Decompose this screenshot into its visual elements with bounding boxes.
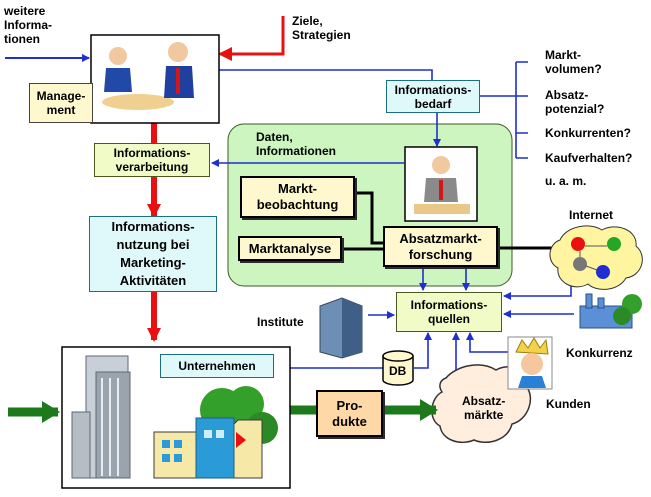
daten-informationen-label: Daten, Informationen [256,130,336,158]
question-etc: u. a. m. [545,174,587,188]
question-marktvolumen: Markt- volumen? [545,48,602,76]
question-konkurrenten: Konkurrenten? [545,126,632,140]
informationsbedarf-box: Informations- bedarf [386,80,480,113]
question-absatzpotenzial: Absatz- potenzial? [545,88,605,116]
line-management-bedarf [210,69,433,82]
question-bracket [480,61,528,159]
absatzmaerkte-cloud [431,364,532,444]
absatzmaerkte-label: Absatz- märkte [462,394,506,422]
konkurrenz-label: Konkurrenz [566,346,633,360]
informationsquellen-box: Informations- quellen [396,292,502,332]
unternehmen-box: Unternehmen [160,354,274,378]
question-kaufverhalten: Kaufverhalten? [545,151,633,165]
factory-icon [153,386,278,479]
arrow-db-quellen [414,332,432,369]
arrow-kunden-quellen [466,332,508,353]
kunden-label: Kunden [546,397,591,411]
arrow-internet-quellen [503,278,572,300]
office-tower-icon [71,355,131,479]
informationsverarbeitung-box: Informations- verarbeitung [94,143,210,177]
konkurrenz-factory-icon [579,293,642,329]
management-photo [90,34,220,124]
line-beobachtung-forschung [357,191,385,245]
marktanalyse-box: Marktanalyse [238,236,342,261]
produkte-box: Pro- dukte [316,390,383,437]
absatzmarktforschung-box: Absatzmarkt- forschung [383,226,498,267]
institute-building-icon [319,297,363,359]
db-label: DB [389,364,407,378]
researcher-photo [404,146,478,222]
internet-cloud [549,225,643,290]
marktbeobachtung-box: Markt- beobachtung [240,176,355,218]
internet-label: Internet [569,208,614,222]
informationsnutzung-box: Informations- nutzung bei Marketing- Akt… [89,216,217,292]
kunden-face-icon [507,336,553,390]
db-cylinder [382,350,414,386]
institute-label: Institute [257,315,304,329]
management-box: Manage- ment [29,83,93,123]
weitere-informationen-label: weitere Informa- tionen [4,4,52,46]
ziele-strategien-label: Ziele, Strategien [292,14,351,42]
arrow-ziele [218,16,285,61]
